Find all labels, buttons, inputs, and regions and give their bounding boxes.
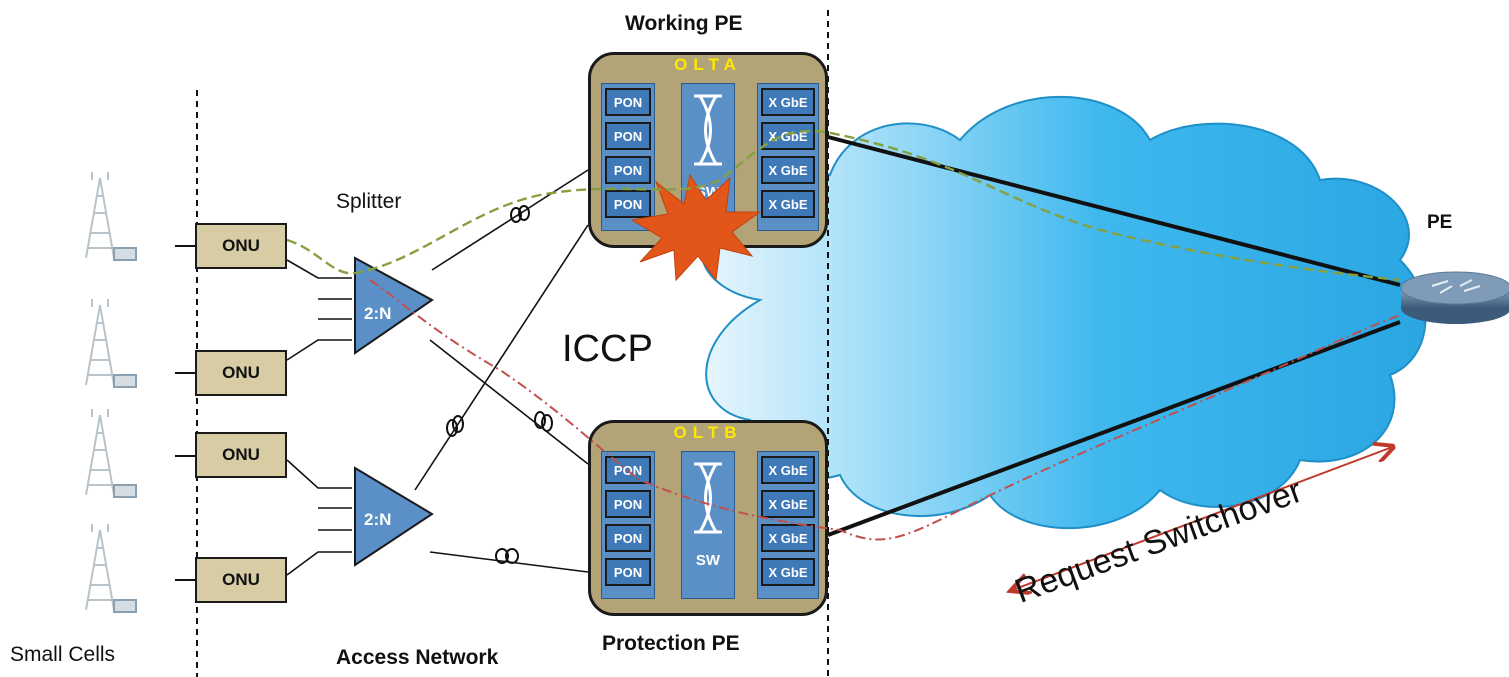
onu-1: ONU bbox=[195, 223, 287, 269]
onu-2: ONU bbox=[195, 350, 287, 396]
olt-b-chassis: OLTB PON PON PON PON SW X GbE X GbE X Gb… bbox=[588, 420, 828, 616]
onu-3: ONU bbox=[195, 432, 287, 478]
gbe-card: X GbE bbox=[761, 190, 815, 218]
iccp-label: ICCP bbox=[562, 328, 653, 370]
pon-card: PON bbox=[605, 122, 651, 150]
splitter-label: Splitter bbox=[336, 190, 402, 213]
small-cell-tower-icon bbox=[85, 172, 137, 613]
working-traffic-path bbox=[286, 129, 1401, 282]
olt-a-gbe-column: X GbE X GbE X GbE X GbE bbox=[757, 83, 819, 231]
olt-b-pon-column: PON PON PON PON bbox=[601, 451, 655, 599]
pon-card: PON bbox=[605, 490, 651, 518]
splitter-2-shape bbox=[354, 466, 434, 567]
pe-router-icon bbox=[1400, 271, 1509, 324]
protection-pe-label: Protection PE bbox=[602, 632, 740, 655]
onu-4: ONU bbox=[195, 557, 287, 603]
working-pe-label: Working PE bbox=[625, 12, 743, 35]
pon-card: PON bbox=[605, 190, 651, 218]
pon-card: PON bbox=[605, 524, 651, 552]
switch-fabric-icon bbox=[694, 462, 722, 534]
access-network-label: Access Network bbox=[336, 646, 499, 669]
small-cells-label: Small Cells bbox=[10, 643, 116, 666]
olt-b-title: OLTB bbox=[673, 423, 743, 442]
pe-label: PE bbox=[1427, 212, 1453, 233]
gbe-card: X GbE bbox=[761, 88, 815, 116]
fiber-spool-icon bbox=[446, 205, 553, 564]
uplink-protection bbox=[827, 320, 1401, 537]
fiber-link bbox=[414, 224, 589, 491]
pon-card: PON bbox=[605, 88, 651, 116]
switch-fabric-icon bbox=[694, 94, 722, 166]
request-switchover-arrow bbox=[1010, 446, 1395, 591]
olt-b-gbe-column: X GbE X GbE X GbE X GbE bbox=[757, 451, 819, 599]
olt-a-title: OLTA bbox=[674, 55, 742, 74]
olt-b-switch-label: SW bbox=[695, 552, 721, 569]
fiber-link bbox=[429, 339, 589, 465]
gbe-card: X GbE bbox=[761, 122, 815, 150]
olt-b-switch-column: SW bbox=[681, 451, 735, 599]
splitter-2-label: 2:N bbox=[364, 510, 392, 529]
protection-traffic-path bbox=[369, 279, 1401, 541]
gbe-card: X GbE bbox=[761, 558, 815, 586]
pon-card: PON bbox=[605, 558, 651, 586]
splitter-1-label: 2:N bbox=[364, 304, 392, 323]
uplink-working bbox=[827, 135, 1401, 287]
fiber-link bbox=[431, 169, 589, 271]
gbe-card: X GbE bbox=[761, 490, 815, 518]
gbe-card: X GbE bbox=[761, 156, 815, 184]
olt-a-pon-column: PON PON PON PON bbox=[601, 83, 655, 231]
olt-a-chassis: OLTA PON PON PON PON SW X GbE X GbE X Gb… bbox=[588, 52, 828, 248]
pon-card: PON bbox=[605, 156, 651, 184]
gbe-card: X GbE bbox=[761, 456, 815, 484]
gbe-card: X GbE bbox=[761, 524, 815, 552]
failure-burst-icon bbox=[630, 173, 762, 282]
network-cloud bbox=[700, 95, 1427, 530]
